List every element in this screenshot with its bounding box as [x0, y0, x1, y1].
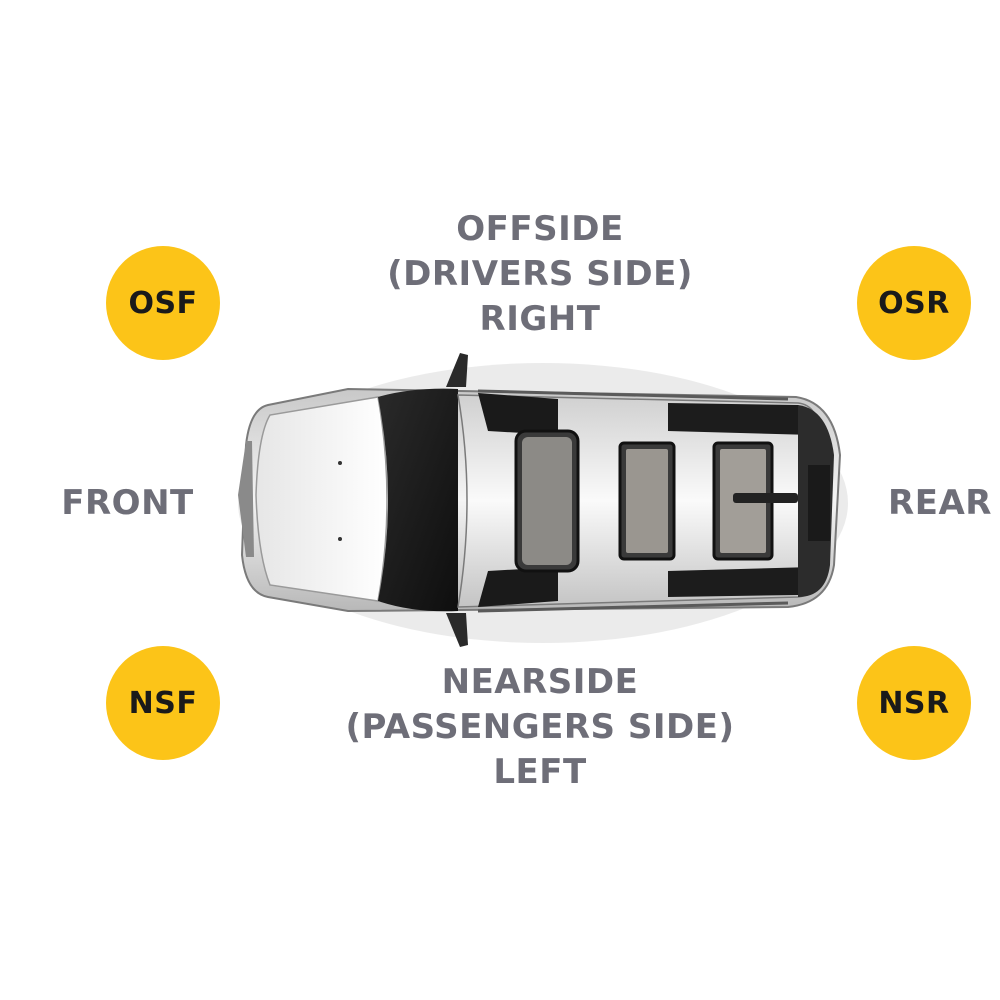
osr-badge-text: OSR [878, 285, 950, 321]
nearside-line-3: LEFT [493, 752, 587, 792]
nsr-badge-text: NSR [878, 685, 950, 721]
front-label: FRONT [61, 483, 194, 523]
nearside-line-2: (PASSENGERS SIDE) [345, 707, 735, 747]
nsf-badge: NSF [106, 646, 220, 760]
offside-line-2: (DRIVERS SIDE) [387, 254, 693, 294]
rear-label: REAR [888, 483, 992, 523]
osr-badge: OSR [857, 246, 971, 360]
osf-badge-text: OSF [128, 285, 198, 321]
nearside-line-1: NEARSIDE [441, 662, 639, 702]
nearside-label: NEARSIDE (PASSENGERS SIDE) LEFT [240, 660, 840, 795]
osf-badge: OSF [106, 246, 220, 360]
offside-line-1: OFFSIDE [456, 209, 624, 249]
nsr-badge: NSR [857, 646, 971, 760]
nsf-badge-text: NSF [128, 685, 198, 721]
offside-line-3: RIGHT [479, 299, 601, 339]
offside-label: OFFSIDE (DRIVERS SIDE) RIGHT [290, 207, 790, 342]
car-top-view-icon [238, 353, 848, 647]
